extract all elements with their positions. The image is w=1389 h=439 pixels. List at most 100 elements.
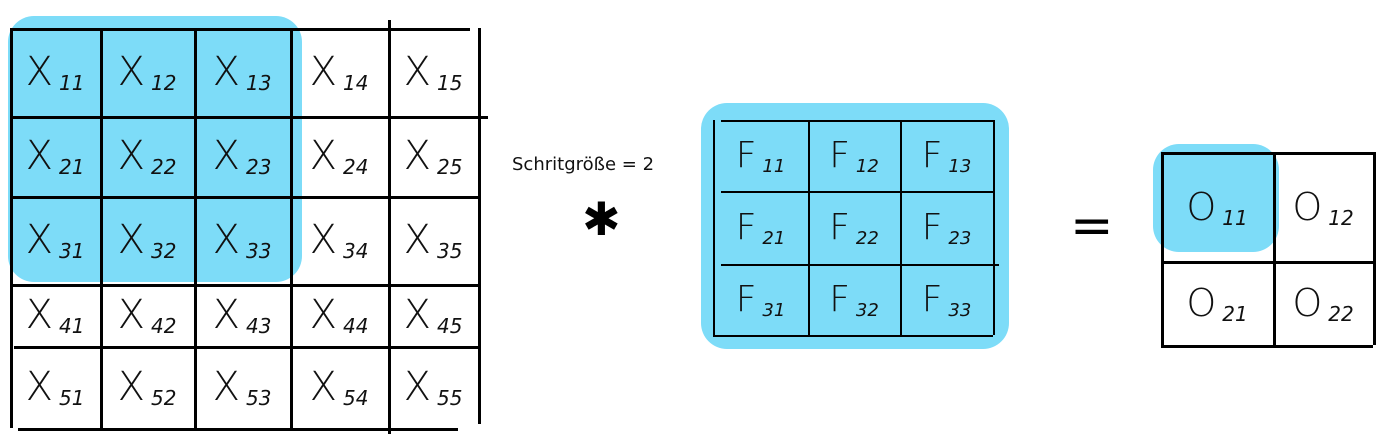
input-matrix-grid-line-h	[10, 28, 470, 31]
output-matrix-cell-symbol: O	[1186, 184, 1217, 229]
filter-matrix-cell-index: 23	[948, 227, 972, 249]
filter-matrix-cell-symbol: F	[829, 134, 850, 176]
filter-matrix-grid-line-v	[808, 120, 810, 335]
input-matrix-grid-line-v	[10, 28, 13, 428]
filter-matrix-grid-line-h	[721, 191, 993, 193]
output-matrix-cell-index: 22	[1328, 302, 1354, 326]
filter-matrix-grid-line-v	[713, 120, 715, 335]
input-matrix-cell-index: 21	[58, 155, 85, 179]
output-cell-highlight	[1153, 144, 1279, 252]
filter-matrix-grid-line-h	[721, 264, 999, 266]
input-matrix-cell-index: 43	[245, 314, 272, 338]
input-matrix-cell-symbol: X	[309, 133, 337, 179]
filter-matrix-cell-index: 13	[948, 155, 972, 177]
filter-matrix-cell-symbol: F	[921, 278, 943, 320]
input-matrix-cell-symbol: X	[212, 217, 240, 263]
input-matrix-cell-index: 32	[150, 239, 177, 263]
input-matrix-cell-symbol: X	[25, 364, 53, 410]
input-matrix-grid-line-v	[290, 28, 293, 428]
input-matrix-cell-index: 25	[436, 155, 463, 179]
input-matrix-grid-line-h	[12, 116, 488, 119]
filter-matrix-cell-index: 12	[855, 155, 879, 177]
output-matrix-cell-symbol: O	[1292, 281, 1323, 325]
input-matrix-cell-index: 55	[436, 386, 463, 410]
input-matrix-cell-symbol: X	[25, 217, 53, 263]
input-matrix-cell-symbol: X	[403, 49, 431, 95]
filter-matrix-cell-index: 22	[855, 227, 879, 249]
input-matrix-cell-symbol: X	[309, 49, 337, 95]
input-matrix-grid-line-v	[194, 28, 197, 428]
input-matrix-cell-symbol: X	[309, 292, 337, 338]
input-matrix-cell-index: 41	[58, 314, 85, 338]
output-matrix-grid-line-v	[1161, 152, 1164, 345]
input-matrix-cell-index: 34	[342, 239, 369, 263]
input-matrix-grid-line-v	[478, 28, 481, 424]
equals-sign: =	[1070, 196, 1114, 256]
filter-matrix-cell-symbol: F	[921, 134, 943, 176]
filter-matrix-cell-index: 33	[948, 299, 972, 321]
output-matrix-grid-line-h	[1161, 261, 1373, 264]
filter-matrix-cell-symbol: F	[735, 278, 757, 320]
stride-label: Schritgröße = 2	[512, 154, 655, 175]
input-matrix-cell-index: 44	[342, 314, 369, 338]
convolution-operator-icon: ✱	[582, 192, 621, 246]
output-matrix-grid-line-h	[1161, 152, 1373, 155]
input-matrix-cell-index: 11	[58, 71, 85, 95]
output-matrix-grid-line-h	[1161, 345, 1373, 348]
filter-matrix-grid-line-h	[713, 335, 993, 337]
input-matrix-cell-symbol: X	[403, 217, 431, 263]
input-matrix-cell-index: 12	[150, 71, 177, 95]
output-matrix-cell-symbol: O	[1292, 184, 1323, 229]
input-matrix-cell-index: 22	[150, 155, 177, 179]
input-matrix-cell-index: 35	[436, 239, 463, 263]
input-matrix-cell-index: 24	[342, 155, 369, 179]
filter-matrix-cell-index: 32	[855, 299, 879, 321]
input-matrix-cell-symbol: X	[212, 364, 240, 410]
filter-matrix-cell-symbol: F	[829, 278, 850, 320]
filter-matrix-grid-line-v	[993, 120, 995, 335]
input-window-highlight	[8, 16, 302, 282]
input-matrix-cell-index: 51	[58, 386, 85, 410]
input-matrix-grid-line-v	[388, 20, 391, 434]
output-matrix-grid-line-v	[1273, 152, 1276, 345]
input-matrix-cell-index: 23	[245, 155, 272, 179]
filter-highlight	[701, 103, 1009, 349]
input-matrix-cell-index: 14	[342, 71, 369, 95]
input-matrix-cell-symbol: X	[403, 364, 431, 410]
output-matrix-cell-index: 21	[1222, 302, 1248, 326]
filter-matrix-cell-index: 31	[762, 299, 786, 321]
input-matrix-cell-index: 42	[150, 314, 177, 338]
output-matrix-grid-line-v	[1373, 152, 1376, 345]
filter-matrix-cell-symbol: F	[921, 206, 943, 248]
input-matrix-cell-symbol: X	[212, 49, 240, 95]
input-matrix-cell-index: 54	[342, 386, 369, 410]
input-matrix-cell-symbol: X	[25, 49, 53, 95]
filter-matrix-cell-symbol: F	[735, 206, 757, 248]
